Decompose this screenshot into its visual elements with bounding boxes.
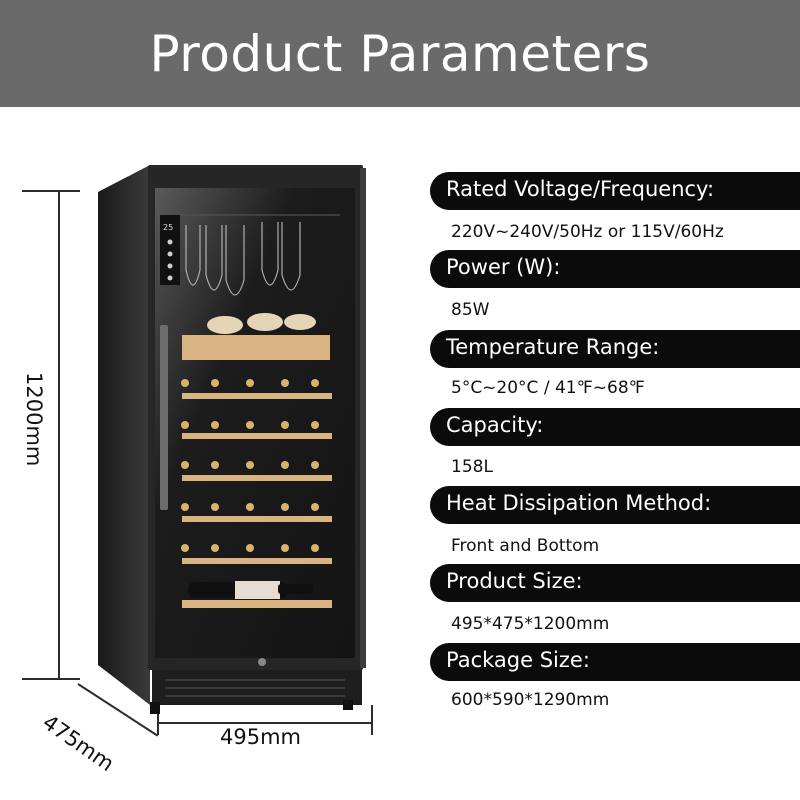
- wine-glasses: [180, 214, 340, 296]
- spec-value: Front and Bottom: [451, 536, 600, 556]
- bottle-caps: [181, 379, 319, 552]
- door-lock: [258, 658, 266, 666]
- spec-label: Heat Dissipation Method:: [446, 491, 712, 515]
- spec-label: Rated Voltage/Frequency:: [446, 177, 715, 201]
- door-handle: [160, 325, 168, 510]
- spec-row-product-size: Product Size:: [430, 564, 800, 602]
- header-banner: Product Parameters: [0, 0, 800, 107]
- bottle-bottom: [188, 581, 313, 599]
- control-panel: 25: [160, 215, 180, 285]
- spec-row-package-size: Package Size:: [430, 643, 800, 681]
- spec-row-heat-dissipation: Heat Dissipation Method:: [430, 486, 800, 524]
- cabinet-side: [98, 165, 150, 705]
- spec-row-capacity: Capacity:: [430, 408, 800, 446]
- page-title: Product Parameters: [149, 24, 651, 83]
- shelves: [182, 393, 332, 608]
- control-button: [167, 251, 173, 257]
- spec-row-temperature: Temperature Range:: [430, 330, 800, 368]
- control-button: [167, 239, 173, 245]
- width-dimension-line: [158, 722, 373, 724]
- height-dimension-line: [58, 190, 60, 680]
- spec-value: 85W: [451, 300, 490, 320]
- spec-label: Package Size:: [446, 648, 590, 672]
- display-shelf: [182, 313, 330, 360]
- spec-label: Capacity:: [446, 413, 544, 437]
- control-button: [167, 263, 173, 269]
- width-label: 495mm: [220, 725, 301, 749]
- spec-value: 220V~240V/50Hz or 115V/60Hz: [451, 222, 724, 242]
- spec-row-voltage: Rated Voltage/Frequency:: [430, 172, 800, 210]
- bottom-vent: [150, 670, 362, 714]
- spec-row-power: Power (W):: [430, 250, 800, 288]
- control-button: [167, 275, 173, 281]
- spec-value: 495*475*1200mm: [451, 614, 610, 634]
- height-tick-top: [22, 190, 80, 192]
- spec-value: 158L: [451, 457, 493, 477]
- width-tick-right: [371, 705, 373, 735]
- spec-label: Product Size:: [446, 569, 583, 593]
- spec-value: 5°C~20°C / 41℉~68℉: [451, 378, 645, 398]
- width-tick-left: [157, 705, 159, 735]
- spec-label: Power (W):: [446, 255, 561, 279]
- height-tick-bottom: [22, 678, 80, 680]
- temperature-display: 25: [163, 223, 173, 232]
- spec-label: Temperature Range:: [446, 335, 660, 359]
- spec-value: 600*590*1290mm: [451, 690, 610, 710]
